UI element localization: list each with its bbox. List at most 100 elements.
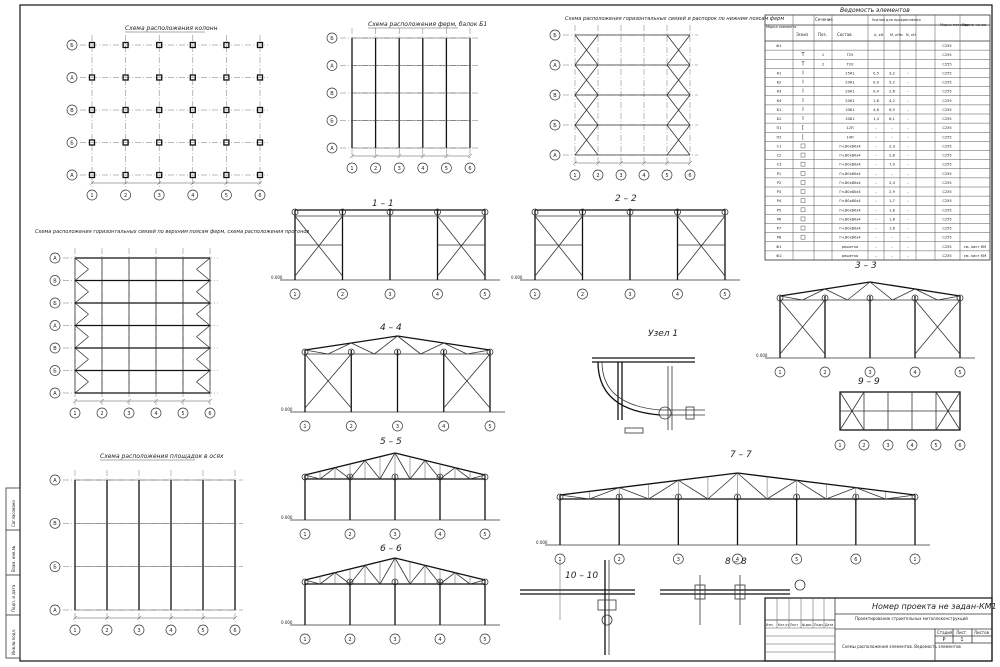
brace-line	[74, 347, 89, 360]
brace-line	[677, 215, 726, 277]
node-callout	[793, 493, 801, 501]
table-cell: К2	[777, 81, 782, 85]
axis-bubble	[344, 528, 356, 540]
table-cell: 1,6	[889, 227, 895, 231]
axis-bubble	[299, 528, 311, 540]
table-cell: 2,9	[889, 190, 895, 194]
table-cell: 7,9	[889, 163, 895, 167]
node-callout	[386, 208, 394, 216]
axis-label: 4	[642, 173, 645, 179]
table-cell: С255	[942, 217, 951, 221]
axis-bubble	[661, 169, 673, 181]
brace-line	[196, 336, 211, 349]
axis-label: 2	[823, 370, 826, 376]
brace-line	[666, 34, 691, 66]
web-line	[648, 479, 679, 500]
axis-label: А	[70, 75, 74, 81]
axis-label: 1	[533, 292, 536, 298]
brace-line	[666, 64, 691, 96]
title-row-label: Кол.уч	[778, 623, 789, 627]
table-cell: С255	[942, 172, 951, 176]
axis-bubble	[133, 624, 145, 636]
axis-bubble	[930, 439, 942, 451]
table-cell: –	[907, 172, 909, 176]
axis-bubble	[101, 624, 113, 636]
node-callout	[481, 578, 489, 586]
table-cell: 3,2	[889, 71, 895, 75]
dimension-tick	[373, 153, 378, 159]
title-row-label: Лист	[790, 623, 798, 627]
table-cell: –	[907, 108, 909, 112]
node-callout	[911, 294, 919, 302]
table-cell: –	[907, 227, 909, 231]
axis-label: 4	[154, 411, 157, 417]
table-cell: см. лист КМ	[964, 245, 986, 249]
web-line	[892, 288, 916, 301]
table-cell: С255	[942, 227, 951, 231]
dimension-tick	[180, 398, 186, 404]
dimension-tick	[687, 160, 693, 166]
node-callout	[436, 473, 444, 481]
schedule-header-loads: Усилия для прикрепления	[872, 18, 921, 22]
web-line	[914, 288, 938, 301]
table-cell: Б2	[777, 117, 782, 121]
column-mark	[256, 171, 264, 179]
axis-label: В	[330, 91, 334, 97]
axis-bubble	[66, 137, 78, 148]
dimension-tick	[89, 180, 95, 186]
table-cell: –	[907, 81, 909, 85]
axis-label: Б	[70, 140, 74, 146]
title-row-label: Подп.	[814, 623, 824, 627]
axis-label: А	[553, 63, 557, 69]
axis-label: 4	[436, 292, 439, 298]
column-mark	[189, 74, 196, 81]
side-stamp-text: Согласовано	[11, 500, 16, 527]
table-cell: –	[891, 135, 893, 139]
section-sketch	[800, 189, 806, 194]
web-line	[439, 572, 456, 585]
brace-line	[914, 299, 961, 355]
web-line	[824, 288, 848, 301]
level-mark: 0.000	[756, 353, 768, 358]
brace-line	[574, 94, 599, 126]
web-line	[796, 479, 827, 500]
dimension-tick	[168, 615, 174, 621]
column-mark	[88, 171, 96, 179]
section-sketch: [	[802, 125, 804, 131]
node-callout	[579, 208, 586, 216]
node-callout	[394, 348, 401, 356]
table-cell: –	[907, 117, 909, 121]
axis-bubble	[613, 553, 625, 565]
table-cell: Р8	[777, 236, 782, 240]
table-cell: –	[907, 154, 909, 158]
axis-bubble	[49, 365, 61, 376]
axis-label: 5	[488, 424, 491, 430]
section-sketch	[800, 161, 806, 167]
table-cell: 0,4	[873, 90, 879, 94]
schedule-header-pos: Поз.	[818, 32, 827, 37]
table-cell: 0,5	[873, 71, 879, 75]
axis-label: А	[53, 323, 57, 329]
table-cell: –	[875, 135, 877, 139]
table-cell: –	[907, 126, 909, 130]
axis-label: 3	[396, 424, 399, 430]
table-cell: Р4	[777, 199, 782, 203]
node-callout	[486, 348, 494, 356]
brace-line	[196, 291, 211, 304]
web-line	[409, 565, 426, 585]
column-mark	[223, 41, 230, 49]
axis-label: 3	[388, 292, 391, 298]
node-callout	[440, 348, 448, 356]
brace-line	[196, 280, 211, 293]
object-name: Проектирование строительных металлоконст…	[855, 616, 968, 621]
axis-label: Б	[330, 36, 334, 42]
axis-label: 3	[628, 292, 631, 298]
axis-label: 2	[124, 193, 127, 199]
node-callout	[346, 578, 354, 586]
table-cell: Гн.80х80х4	[839, 208, 861, 212]
axis-label: 6	[854, 557, 857, 563]
web-line	[439, 467, 456, 480]
axis-bubble	[393, 162, 405, 174]
